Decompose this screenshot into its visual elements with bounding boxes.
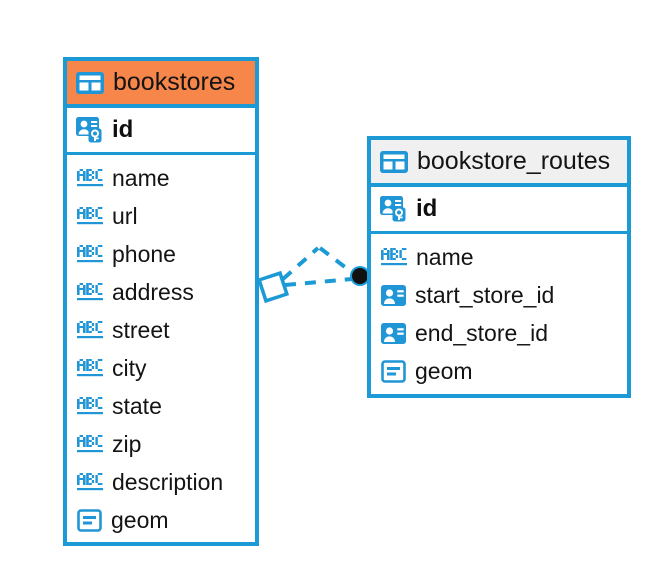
field-label-bookstores-phone: phone bbox=[112, 240, 176, 267]
text-type-icon bbox=[77, 359, 103, 377]
entity-bookstores[interactable]: bookstores id bbox=[63, 57, 259, 546]
field-label-bookstores-state: state bbox=[112, 392, 162, 419]
field-label-bookstores-city: city bbox=[112, 354, 147, 381]
text-type-icon bbox=[77, 321, 103, 339]
primary-key-icon bbox=[76, 116, 104, 144]
field-label-bookstores-name: name bbox=[112, 164, 170, 191]
diamond-outline-marker bbox=[256, 270, 290, 304]
field-label-bookstores-url: url bbox=[112, 202, 138, 229]
field-list-bookstores: name bbox=[67, 155, 255, 539]
field-label-bookstore-routes-end-store-id: end_store_id bbox=[415, 319, 548, 346]
relationship-line-lower bbox=[284, 277, 353, 287]
field-label-bookstore-routes-id: id bbox=[416, 195, 438, 222]
table-icon bbox=[76, 71, 104, 94]
foreign-key-icon bbox=[381, 284, 406, 306]
entity-title-bookstore-routes: bookstore_routes bbox=[417, 147, 611, 175]
entity-bookstore-routes[interactable]: bookstore_routes id bbox=[367, 136, 631, 398]
field-label-bookstores-address: address bbox=[112, 278, 194, 305]
field-label-bookstores-description: description bbox=[112, 468, 224, 495]
text-type-icon bbox=[77, 435, 103, 453]
field-row-bookstores-description[interactable]: description bbox=[67, 463, 255, 501]
entity-header-bookstores[interactable]: bookstores bbox=[67, 61, 255, 108]
field-list-bookstore-routes: name start_store_id bbox=[371, 234, 627, 390]
field-row-bookstores-city[interactable]: city bbox=[67, 349, 255, 387]
text-type-icon bbox=[77, 207, 103, 225]
relationship-line-upper-left bbox=[281, 246, 320, 281]
field-row-bookstore-routes-name[interactable]: name bbox=[371, 238, 627, 276]
field-label-bookstore-routes-geom: geom bbox=[415, 357, 473, 384]
field-row-bookstores-name[interactable]: name bbox=[67, 159, 255, 197]
field-row-bookstore-routes-geom[interactable]: geom bbox=[371, 352, 627, 390]
field-row-bookstores-geom[interactable]: geom bbox=[67, 501, 255, 539]
text-type-icon bbox=[77, 245, 103, 263]
field-label-bookstore-routes-start-store-id: start_store_id bbox=[415, 281, 555, 308]
relationship-line-upper-right bbox=[318, 246, 356, 276]
text-type-icon bbox=[77, 169, 103, 187]
entity-title-bookstores: bookstores bbox=[113, 68, 236, 96]
field-row-bookstores-phone[interactable]: phone bbox=[67, 235, 255, 273]
text-type-icon bbox=[77, 397, 103, 415]
primary-key-icon bbox=[380, 195, 408, 223]
foreign-key-icon bbox=[381, 322, 406, 344]
field-row-bookstores-street[interactable]: street bbox=[67, 311, 255, 349]
field-row-bookstores-address[interactable]: address bbox=[67, 273, 255, 311]
text-type-icon bbox=[381, 248, 407, 266]
field-label-bookstores-street: street bbox=[112, 316, 170, 343]
text-type-icon bbox=[77, 283, 103, 301]
field-row-bookstore-routes-start-store-id[interactable]: start_store_id bbox=[371, 276, 627, 314]
field-label-bookstore-routes-name: name bbox=[416, 243, 474, 270]
field-row-bookstores-id[interactable]: id bbox=[67, 108, 255, 155]
geometry-type-icon bbox=[77, 508, 102, 532]
entity-header-bookstore-routes[interactable]: bookstore_routes bbox=[371, 140, 627, 187]
field-row-bookstores-zip[interactable]: zip bbox=[67, 425, 255, 463]
field-row-bookstores-state[interactable]: state bbox=[67, 387, 255, 425]
field-label-bookstores-zip: zip bbox=[112, 430, 142, 457]
table-icon bbox=[380, 150, 408, 173]
field-row-bookstore-routes-id[interactable]: id bbox=[371, 187, 627, 234]
text-type-icon bbox=[77, 473, 103, 491]
field-row-bookstore-routes-end-store-id[interactable]: end_store_id bbox=[371, 314, 627, 352]
field-label-bookstores-geom: geom bbox=[111, 506, 169, 533]
field-label-bookstores-id: id bbox=[112, 116, 134, 143]
geometry-type-icon bbox=[381, 359, 406, 383]
field-row-bookstores-url[interactable]: url bbox=[67, 197, 255, 235]
